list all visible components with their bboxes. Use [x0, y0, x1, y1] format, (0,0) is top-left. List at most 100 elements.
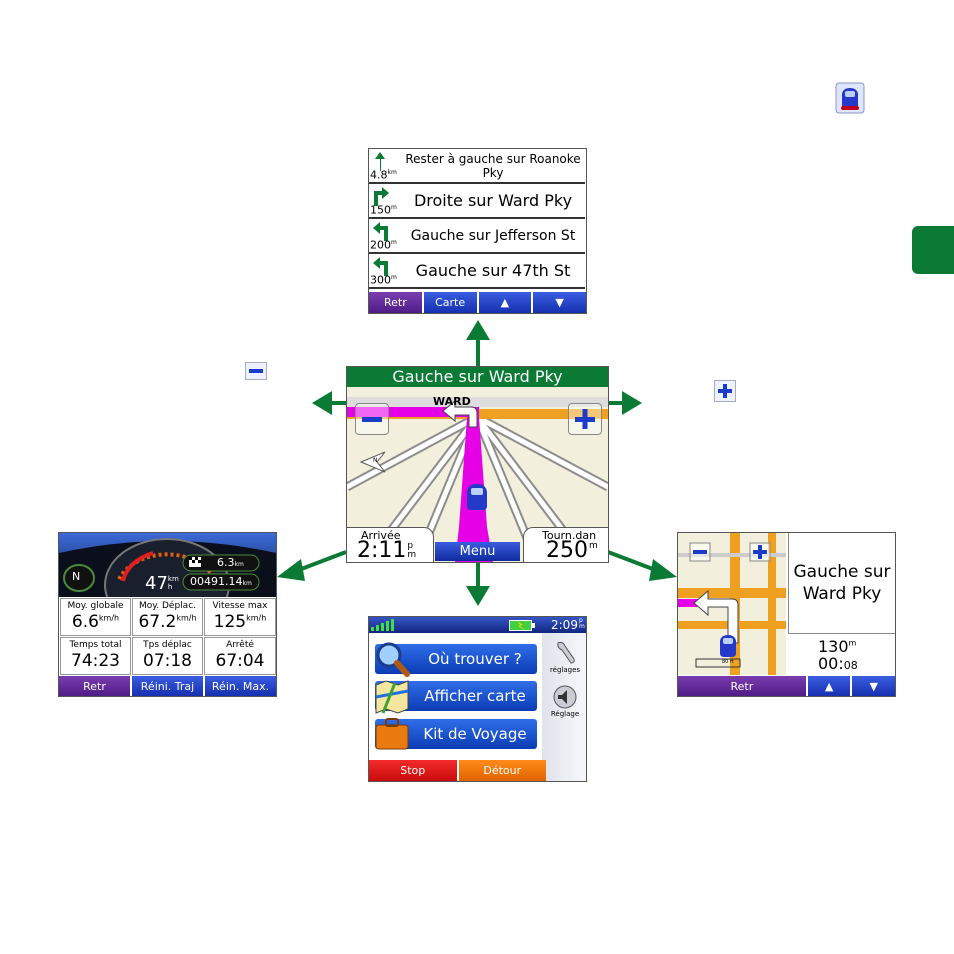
turn-list-item[interactable]: 200m Gauche sur Jefferson St — [369, 219, 585, 254]
view-map-button[interactable]: Afficher carte — [375, 680, 537, 714]
back-button[interactable]: Retr — [369, 292, 422, 313]
turn-instruction: Droite sur Ward Pky — [413, 191, 573, 210]
next-turn-time: 00:08 — [818, 654, 858, 673]
trip-stat-cell[interactable]: Tps déplac 07:18 — [132, 637, 203, 675]
stat-label: Tps déplac — [143, 640, 192, 650]
speaker-icon — [553, 685, 577, 709]
stat-label: Arrêté — [226, 640, 254, 650]
turn-distance: 4.8km — [370, 169, 397, 182]
map-button[interactable]: Carte — [423, 292, 477, 313]
scale-label: 80 ft — [722, 659, 734, 665]
speedometer-panel — [59, 533, 276, 597]
settings-label: réglages — [549, 666, 581, 674]
scroll-up-button[interactable]: ▲ — [478, 292, 532, 313]
turn-list-screen: 4.8km Rester à gauche sur Roanoke Pky 15… — [368, 148, 587, 314]
detour-button[interactable]: Détour — [458, 760, 546, 781]
menu-button[interactable]: Menu — [435, 542, 520, 561]
stat-value: 07:18 — [143, 651, 192, 671]
trip-buttonbar: Retr Réini. Traj Réin. Max. — [59, 676, 276, 696]
turn-distance: 150m — [370, 204, 397, 217]
trip-stat-cell[interactable]: Moy. globale 6.6km/h — [60, 598, 131, 636]
stat-value: 67:04 — [215, 651, 265, 671]
turn-list-item[interactable]: 300m Gauche sur 47th St — [369, 254, 585, 289]
wrench-icon — [557, 641, 575, 664]
minus-icon — [362, 417, 382, 422]
odometer: 00491.14km — [190, 575, 252, 588]
stat-value: 74:23 — [71, 651, 120, 671]
volume-label: Réglage — [550, 710, 580, 718]
trip-stat-cell[interactable]: Temps total 74:23 — [60, 637, 131, 675]
turn-left-arrow-icon — [373, 222, 388, 241]
turn-list-item[interactable]: 4.8km Rester à gauche sur Roanoke Pky — [369, 149, 585, 184]
minus-icon — [245, 362, 267, 380]
speed-unit-top: km — [167, 575, 179, 583]
turn-map-view[interactable] — [678, 533, 786, 675]
section-tab — [912, 226, 954, 274]
trip-stat-cell[interactable]: Moy. Déplac. 67.2km/h — [132, 598, 203, 636]
stat-label: Vitesse max — [212, 601, 268, 611]
trip-stat-cell[interactable]: Arrêté 67:04 — [204, 637, 276, 675]
arrival-ampm-top: p — [407, 541, 414, 551]
where-to-button[interactable]: Où trouver ? — [375, 642, 537, 677]
map-icon — [375, 680, 409, 714]
stat-label: Moy. globale — [67, 601, 124, 611]
signal-strength-icon — [371, 619, 394, 631]
plus-icon — [714, 380, 736, 402]
turn-distance-unit: m — [589, 541, 598, 551]
stat-value: 6.6km/h — [71, 612, 120, 632]
north-label: N — [373, 457, 378, 464]
back-button[interactable]: Retr — [59, 676, 130, 696]
turn-distance-field[interactable]: Tourn.dan 250 m — [523, 527, 608, 563]
turn-instruction: Gauche sur Jefferson St — [410, 227, 576, 244]
turn-list-buttonbar: Retr Carte ▲ ▼ — [369, 292, 586, 313]
trip-stat-cell[interactable]: Vitesse max 125km/h — [204, 598, 276, 636]
car-icon — [835, 82, 865, 114]
back-button[interactable]: Retr — [678, 676, 806, 696]
menu-buttonbar: Stop Détour — [369, 760, 546, 781]
settings-button[interactable]: réglages — [546, 641, 584, 681]
reset-max-button[interactable]: Réin. Max. — [205, 676, 276, 696]
stop-button[interactable]: Stop — [369, 760, 457, 781]
battery-icon — [509, 620, 535, 631]
turn-distance-value: 250 — [546, 538, 588, 563]
next-turn-buttonbar: Retr ▲ ▼ — [678, 676, 895, 696]
scroll-down-button[interactable]: ▼ — [852, 676, 895, 696]
volume-button[interactable]: Réglage — [546, 685, 584, 725]
turn-list-item[interactable]: 150m Droite sur Ward Pky — [369, 184, 585, 219]
instruction-banner[interactable]: Gauche sur Ward Pky — [347, 367, 608, 387]
scroll-down-button[interactable]: ▼ — [533, 292, 586, 313]
stat-value: 125km/h — [213, 612, 267, 632]
turn-right-arrow-icon — [374, 187, 389, 206]
speed-value: 47 — [145, 573, 168, 594]
magnifier-icon — [376, 642, 410, 677]
next-turn-screen: 80 ft Gauche sur Ward Pky 130m 00:08 Ret… — [677, 532, 896, 697]
scroll-up-button[interactable]: ▲ — [807, 676, 851, 696]
turn-instruction: Gauche sur 47th St — [415, 261, 571, 280]
speed-unit-bottom: h — [167, 583, 173, 591]
turn-instruction: Rester à gauche sur Roanoke Pky — [405, 151, 581, 180]
plus-icon — [575, 409, 595, 429]
trip-odometer: 6.3km — [217, 556, 244, 569]
gear-indicator: N — [72, 570, 81, 583]
stat-label: Temps total — [69, 640, 122, 650]
zoom-in-button[interactable] — [568, 403, 602, 435]
arrival-label: Arrivée — [361, 529, 401, 542]
reset-trip-button[interactable]: Réini. Traj — [132, 676, 203, 696]
turn-label: Tourn.dan — [542, 529, 597, 542]
travel-kit-button[interactable]: Kit de Voyage — [375, 718, 537, 750]
turn-left-arrow-icon — [373, 257, 388, 276]
stat-value: 67.2km/h — [138, 612, 197, 632]
map-screen: Gauche sur Ward Pky WARD N Arrivée 2:11 … — [346, 366, 609, 563]
arrival-ampm-bottom: m — [407, 550, 417, 560]
turn-distance: 200m — [370, 239, 397, 252]
next-turn-distance: 130m — [818, 637, 857, 656]
zoom-out-button[interactable] — [355, 403, 389, 435]
stat-label: Moy. Déplac. — [138, 601, 197, 611]
